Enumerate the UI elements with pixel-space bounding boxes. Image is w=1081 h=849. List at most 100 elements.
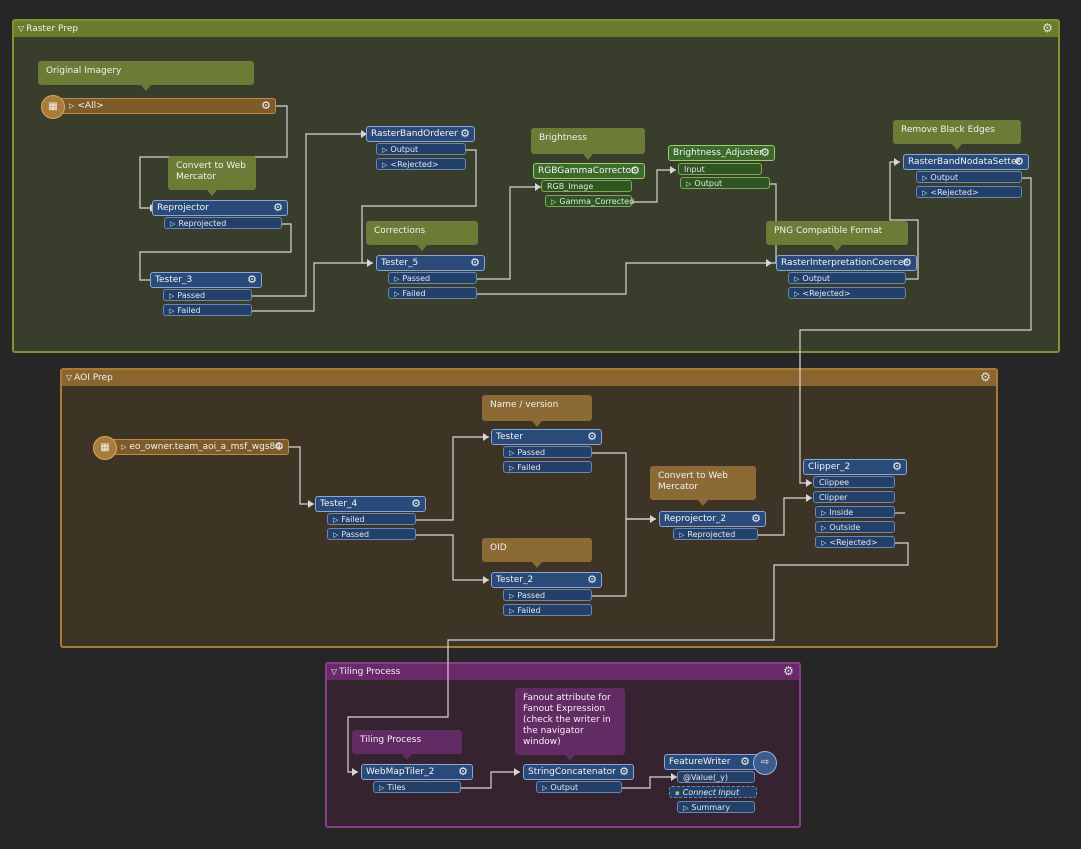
gear-icon[interactable]: ⚙ bbox=[460, 127, 470, 140]
port-output[interactable]: ▷Output bbox=[536, 781, 622, 793]
port-passed[interactable]: ▷Passed bbox=[388, 272, 477, 284]
gear-icon[interactable]: ⚙ bbox=[902, 256, 912, 269]
port-clipper[interactable]: Clipper bbox=[813, 491, 895, 503]
arrow-head bbox=[894, 158, 900, 166]
port-output[interactable]: ▷Output bbox=[788, 272, 906, 284]
transformer-raster-band-nodata-setter[interactable]: RasterBandNodataSetter⚙ bbox=[903, 154, 1029, 170]
port-failed[interactable]: ▷Failed bbox=[388, 287, 477, 299]
port-triangle-icon: ▷ bbox=[509, 607, 515, 615]
transformer-tester-4[interactable]: Tester_4⚙ bbox=[315, 496, 426, 512]
port-tiles[interactable]: ▷Tiles bbox=[373, 781, 461, 793]
port-triangle-icon: ▷ bbox=[679, 531, 685, 539]
transformer-webmaptiler-2[interactable]: WebMapTiler_2⚙ bbox=[361, 764, 473, 780]
port-outside[interactable]: ▷Outside bbox=[815, 521, 895, 533]
transformer-tester[interactable]: Tester⚙ bbox=[491, 429, 602, 445]
transformer-raster-band-orderer[interactable]: RasterBandOrderer⚙ bbox=[366, 126, 475, 142]
gear-icon[interactable]: ⚙ bbox=[261, 99, 271, 112]
annotation-png-compatible[interactable]: PNG Compatible Format bbox=[766, 221, 908, 251]
port-triangle-icon: ▷ bbox=[379, 784, 385, 792]
transformer-brightness-adjuster[interactable]: Brightness_Adjuster⚙ bbox=[668, 145, 775, 161]
expand-triangle-icon[interactable]: ▷ bbox=[121, 443, 127, 451]
annotation-convert-web-mercator[interactable]: Convert to Web Mercator bbox=[168, 156, 256, 196]
port-input[interactable]: Input bbox=[678, 163, 762, 175]
port-reprojected[interactable]: ▷Reprojected bbox=[673, 528, 758, 540]
transformer-tester-2[interactable]: Tester_2⚙ bbox=[491, 572, 602, 588]
annotation-original-imagery[interactable]: Original Imagery bbox=[38, 61, 254, 91]
port-output[interactable]: ▷Output bbox=[376, 143, 466, 155]
port-passed[interactable]: ▷Passed bbox=[327, 528, 416, 540]
port-inside[interactable]: ▷Inside bbox=[815, 506, 895, 518]
annotation-name-version[interactable]: Name / version bbox=[482, 395, 592, 427]
gear-icon[interactable]: ⚙ bbox=[760, 146, 770, 159]
annotation-brightness[interactable]: Brightness bbox=[531, 128, 645, 160]
collapse-triangle-icon[interactable]: ▽ bbox=[66, 373, 73, 382]
reader-aoi[interactable]: ▦ ▷eo_owner.team_aoi_a_msf_wgs84 ⚙ bbox=[93, 436, 289, 460]
port-output[interactable]: ▷Output bbox=[680, 177, 770, 189]
transformer-tester-5[interactable]: Tester_5⚙ bbox=[376, 255, 485, 271]
transformer-raster-interpretation-coercer[interactable]: RasterInterpretationCoercer⚙ bbox=[776, 255, 917, 271]
gear-icon[interactable]: ⚙ bbox=[740, 755, 750, 768]
port-rgb-image[interactable]: RGB_Image bbox=[541, 180, 632, 192]
port-triangle-icon: ▷ bbox=[382, 161, 388, 169]
link bbox=[592, 518, 656, 597]
port-triangle-icon: ▷ bbox=[794, 275, 800, 283]
arrow-head bbox=[806, 479, 812, 487]
writer-feature-writer[interactable]: FeatureWriter ⚙ ⇨ bbox=[664, 751, 777, 775]
transformer-reprojector-2[interactable]: Reprojector_2⚙ bbox=[659, 511, 766, 527]
port-rejected[interactable]: ▷<Rejected> bbox=[916, 186, 1022, 198]
gear-icon[interactable]: ⚙ bbox=[274, 440, 284, 453]
bookmark-title[interactable]: ▽Raster Prep bbox=[14, 21, 1058, 37]
port-value-y[interactable]: @Value(_y) bbox=[677, 771, 755, 783]
port-rejected[interactable]: ▷<Rejected> bbox=[815, 536, 895, 548]
transformer-tester-3[interactable]: Tester_3⚙ bbox=[150, 272, 262, 288]
gear-icon[interactable]: ⚙ bbox=[619, 765, 629, 778]
transformer-clipper-2[interactable]: Clipper_2⚙ bbox=[803, 459, 907, 475]
port-failed[interactable]: ▷Failed bbox=[163, 304, 252, 316]
port-failed[interactable]: ▷Failed bbox=[327, 513, 416, 525]
port-connect-input[interactable]: ▪Connect Input bbox=[669, 786, 757, 798]
annotation-fanout[interactable]: Fanout attribute for Fanout Expression (… bbox=[515, 688, 625, 761]
port-gamma-corrected[interactable]: ▷Gamma_Corrected bbox=[545, 195, 634, 207]
expand-triangle-icon[interactable]: ▷ bbox=[69, 102, 75, 110]
transformer-rgb-gamma-corrector[interactable]: RGBGammaCorrector⚙ bbox=[533, 163, 645, 179]
arrow-head bbox=[308, 500, 314, 508]
port-passed[interactable]: ▷Passed bbox=[503, 589, 592, 601]
gear-icon[interactable]: ⚙ bbox=[1042, 21, 1053, 35]
port-passed[interactable]: ▷Passed bbox=[503, 446, 592, 458]
port-passed[interactable]: ▷Passed bbox=[163, 289, 252, 301]
gear-icon[interactable]: ⚙ bbox=[783, 664, 794, 678]
gear-icon[interactable]: ⚙ bbox=[630, 164, 640, 177]
gear-icon[interactable]: ⚙ bbox=[587, 430, 597, 443]
port-rejected[interactable]: ▷<Rejected> bbox=[788, 287, 906, 299]
port-clippee[interactable]: Clippee bbox=[813, 476, 895, 488]
gear-icon[interactable]: ⚙ bbox=[247, 273, 257, 286]
bookmark-aoi-prep[interactable]: ▽AOI Prep ⚙ bbox=[60, 368, 998, 648]
reader-imagery[interactable]: ▦ ▷<All> ⚙ bbox=[41, 95, 276, 119]
port-rejected[interactable]: ▷<Rejected> bbox=[376, 158, 466, 170]
annotation-convert-web-mercator-2[interactable]: Convert to Web Mercator bbox=[650, 466, 756, 506]
gear-icon[interactable]: ⚙ bbox=[411, 497, 421, 510]
gear-icon[interactable]: ⚙ bbox=[587, 573, 597, 586]
gear-icon[interactable]: ⚙ bbox=[1014, 155, 1024, 168]
gear-icon[interactable]: ⚙ bbox=[470, 256, 480, 269]
annotation-remove-black-edges[interactable]: Remove Black Edges bbox=[893, 120, 1021, 150]
annotation-corrections[interactable]: Corrections bbox=[366, 221, 478, 251]
port-failed[interactable]: ▷Failed bbox=[503, 461, 592, 473]
transformer-string-concatenator[interactable]: StringConcatenator⚙ bbox=[523, 764, 634, 780]
transformer-reprojector[interactable]: Reprojector⚙ bbox=[152, 200, 288, 216]
gear-icon[interactable]: ⚙ bbox=[458, 765, 468, 778]
port-output[interactable]: ▷Output bbox=[916, 171, 1022, 183]
collapse-triangle-icon[interactable]: ▽ bbox=[331, 667, 338, 676]
port-summary[interactable]: ▷Summary bbox=[677, 801, 755, 813]
gear-icon[interactable]: ⚙ bbox=[980, 370, 991, 384]
bookmark-title[interactable]: ▽AOI Prep bbox=[62, 370, 996, 386]
gear-icon[interactable]: ⚙ bbox=[751, 512, 761, 525]
annotation-oid[interactable]: OID bbox=[482, 538, 592, 568]
gear-icon[interactable]: ⚙ bbox=[892, 460, 902, 473]
port-reprojected[interactable]: ▷Reprojected bbox=[164, 217, 282, 229]
port-failed[interactable]: ▷Failed bbox=[503, 604, 592, 616]
collapse-triangle-icon[interactable]: ▽ bbox=[18, 24, 25, 33]
gear-icon[interactable]: ⚙ bbox=[273, 201, 283, 214]
annotation-tiling-process[interactable]: Tiling Process bbox=[352, 730, 462, 760]
bookmark-title[interactable]: ▽Tiling Process bbox=[327, 664, 799, 680]
